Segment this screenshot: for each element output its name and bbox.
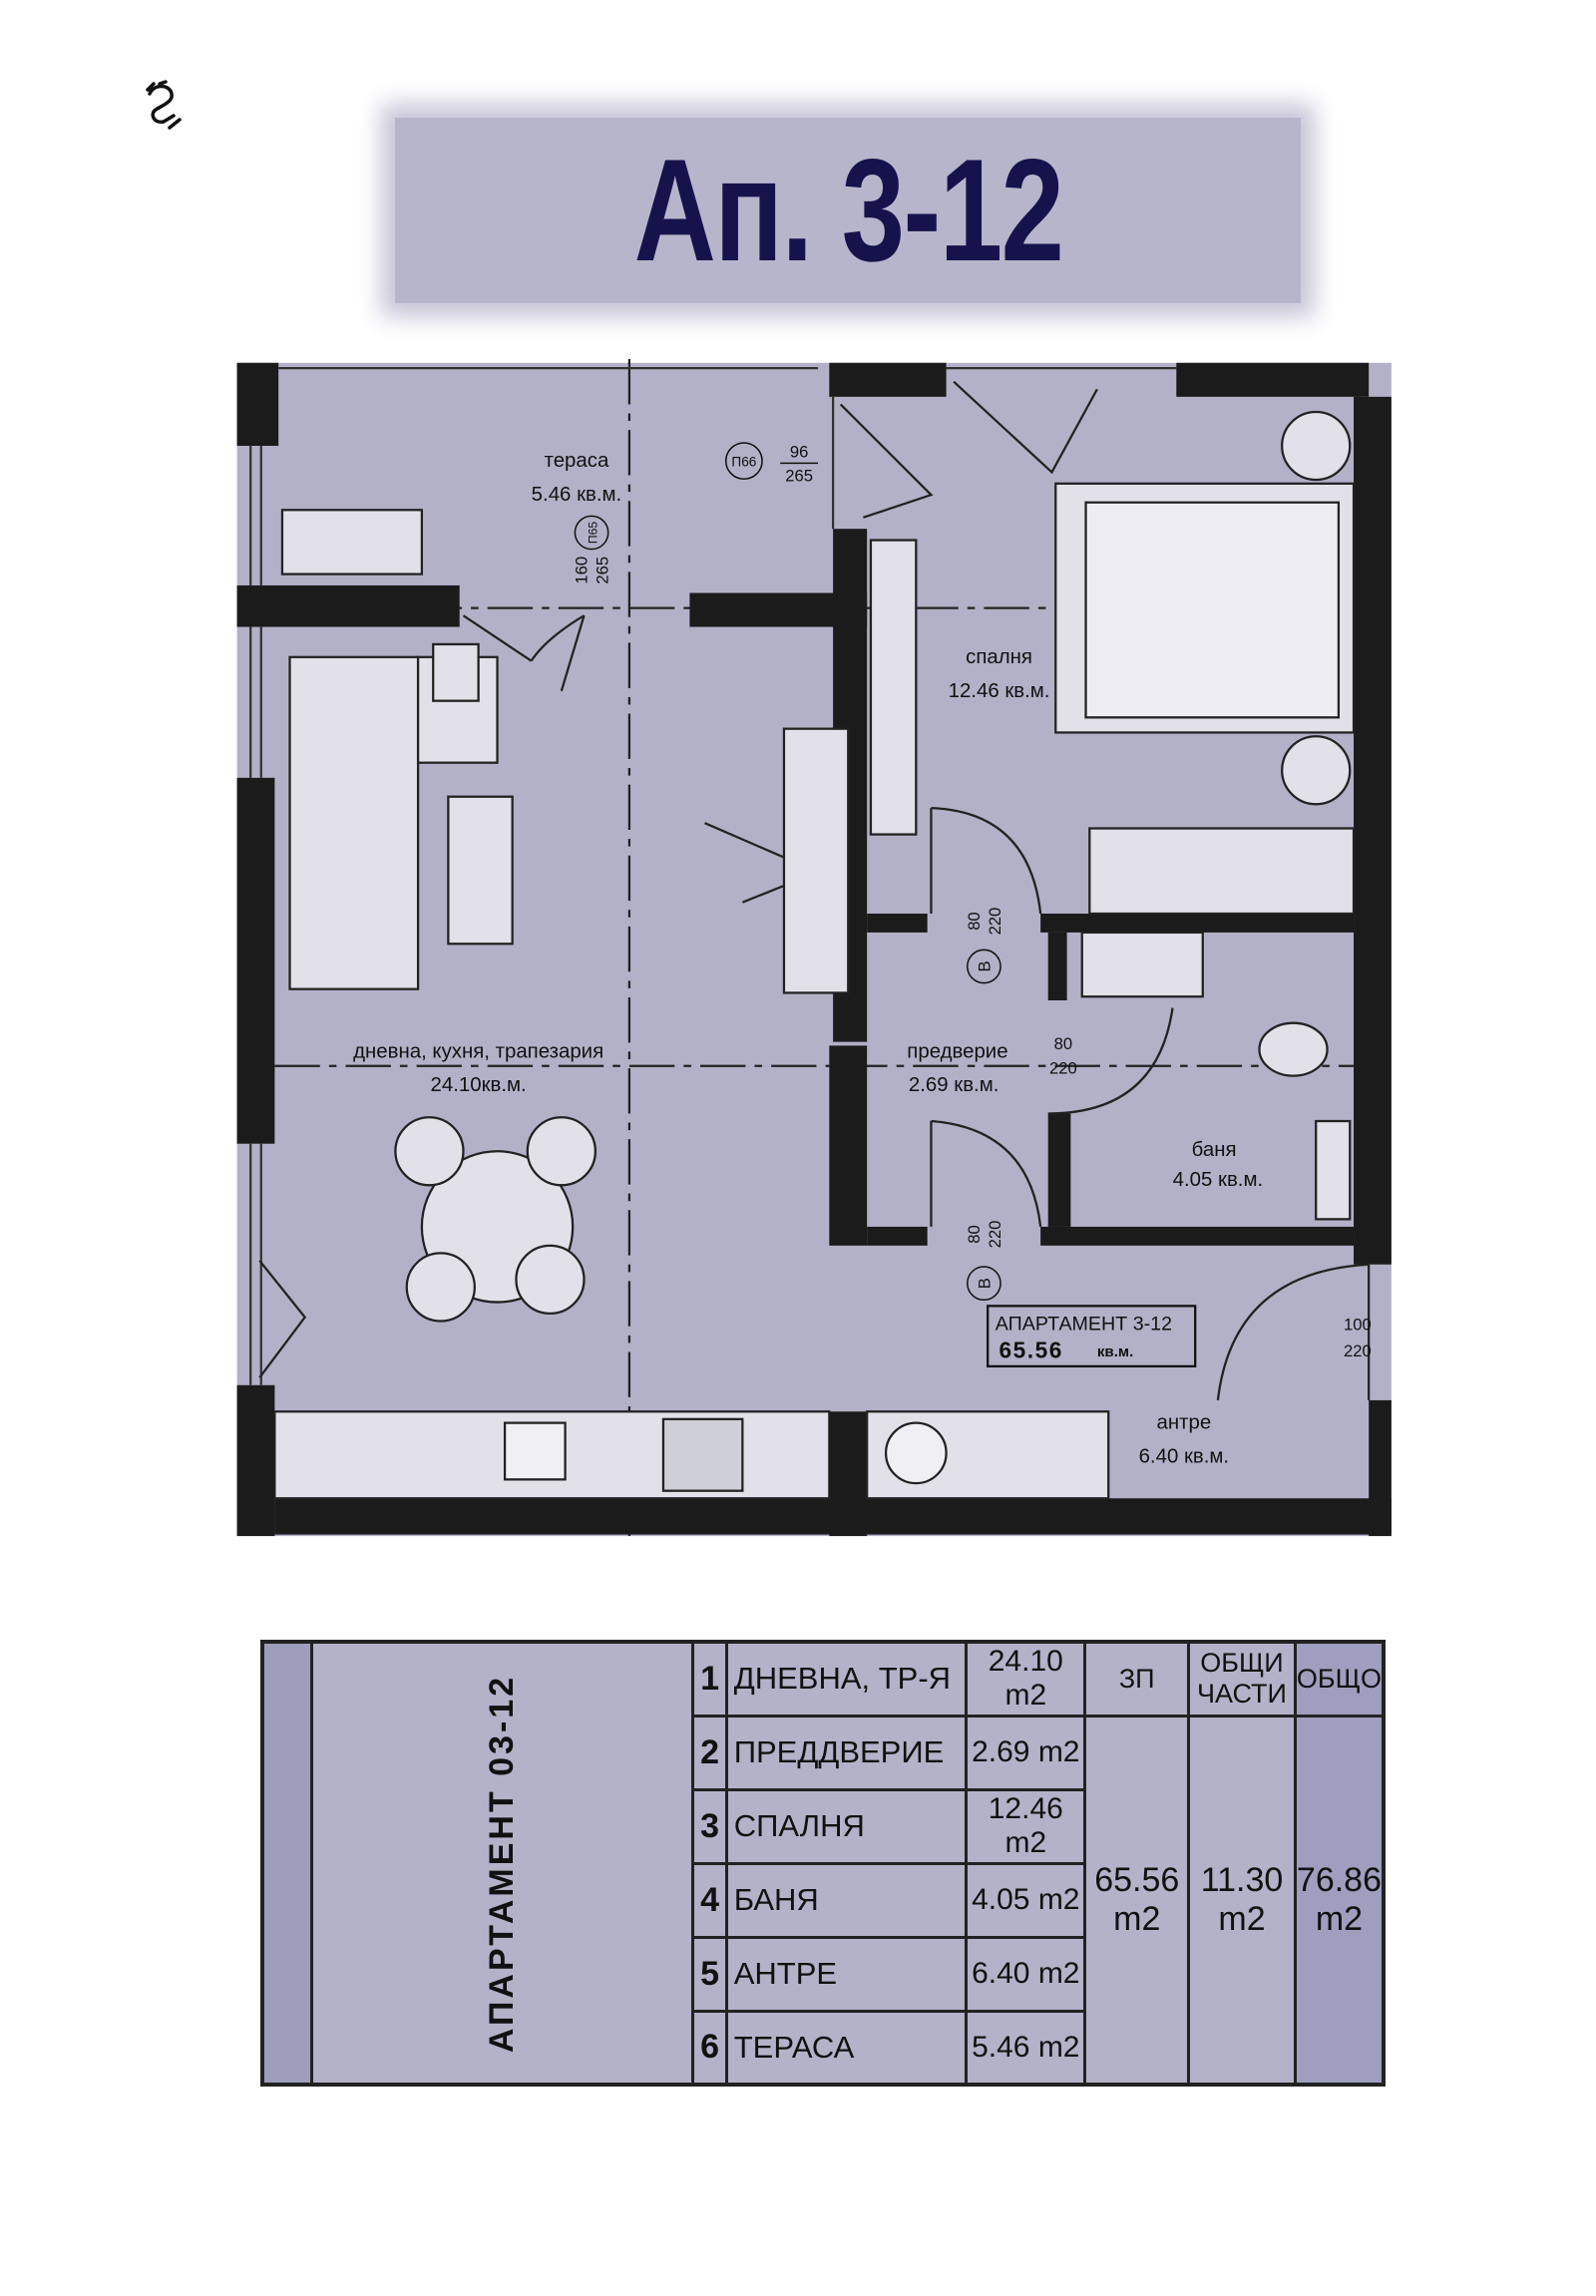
door-width-bedroom: 80 [965, 912, 984, 931]
table-row: 6 ТЕРАСА 5.46 m2 [262, 2009, 1384, 2087]
row-name: БАНЯ [724, 1861, 969, 1939]
row-area: 6.40 m2 [965, 1935, 1087, 2013]
sofa [288, 655, 420, 990]
walls [236, 362, 1392, 1537]
room-area-entrance: 6.40 кв.м. [1139, 1446, 1230, 1468]
door-swings [258, 380, 1371, 1401]
door-height-hall: 220 [986, 1221, 1004, 1249]
floor-plan: тераса 5.46 кв.м. спалня 12.46 кв.м. дне… [236, 359, 1392, 1537]
room-area-terrace: 5.46 кв.м. [532, 484, 622, 506]
desk [782, 727, 850, 994]
bedroom-cabinet [869, 539, 918, 836]
header-common-line2: ЧАСТИ [1197, 1679, 1287, 1710]
nightstand-lamp [1281, 410, 1352, 482]
common-unit: m2 [1218, 1899, 1266, 1938]
room-area-bedroom: 12.46 кв.м. [949, 680, 1050, 702]
door-width-p65: 160 [573, 557, 592, 584]
furniture [273, 410, 1356, 1500]
total-unit: m2 [1315, 1899, 1364, 1938]
apartment-name-vertical: АПАРТАМЕНТ 03-12 [483, 1674, 522, 2053]
row-num: 3 [691, 1787, 728, 1865]
table-row: АПАРТАМЕНТ 03-12 1 ДНЕВНА, ТР-Я 24.10 m2… [260, 1640, 1386, 2087]
toilet [1258, 1021, 1329, 1077]
zp-number: 65.56 [1094, 1860, 1180, 1899]
table-row: 5 АНТРЕ 6.40 m2 [262, 1935, 1384, 2013]
row-area: 12.46 m2 [965, 1787, 1087, 1865]
kitchen-sink [503, 1421, 567, 1481]
table-side-band [260, 1640, 314, 2087]
window-frames [249, 366, 1177, 1385]
door-width-p66: 96 [790, 442, 808, 461]
total-number: 76.86 [1296, 1860, 1382, 1899]
row-num: 4 [691, 1861, 728, 1939]
header-zp: ЗП [1083, 1640, 1191, 1718]
room-name-entrance: антре [1157, 1412, 1212, 1434]
common-number: 11.30 [1200, 1860, 1284, 1899]
row-name: ТЕРАСА [724, 2009, 969, 2087]
table-row: 4 БАНЯ 4.05 m2 [262, 1861, 1384, 1939]
door-width-entrance: 100 [1344, 1316, 1372, 1335]
header-total: ОБЩО [1293, 1640, 1386, 1718]
row-name: ДНЕВНА, ТР-Я [724, 1640, 969, 1718]
coffee-table [447, 795, 514, 946]
table-row: 3 СПАЛНЯ 12.46 m2 [262, 1787, 1384, 1865]
room-area-hall: 2.69 кв.м. [909, 1074, 999, 1096]
row-area: 4.05 m2 [965, 1861, 1087, 1939]
apartment-label: АПАРТАМЕНТ 3-12 65.56 кв.м. [987, 1305, 1197, 1368]
title-band: Ап. 3-12 [395, 118, 1301, 303]
row-num: 2 [691, 1714, 728, 1791]
door-height-bathroom: 220 [1049, 1058, 1077, 1077]
door-tag-p65: П65 [586, 522, 599, 544]
door-width-hall: 80 [965, 1225, 984, 1244]
page-title: Ап. 3-12 [633, 129, 1063, 291]
stove [661, 1417, 744, 1492]
row-name: СПАЛНЯ [724, 1787, 969, 1865]
door-height-p66: 265 [785, 467, 813, 486]
door-height-entrance: 220 [1344, 1341, 1372, 1360]
area-table: АПАРТАМЕНТ 03-12 1 ДНЕВНА, ТР-Я 24.10 m2… [260, 1640, 1386, 2087]
sink [1080, 931, 1204, 998]
row-name: ПРЕДДВЕРИЕ [724, 1714, 969, 1791]
apartment-label-unit: кв.м. [1097, 1343, 1133, 1360]
door-height-bedroom: 220 [986, 908, 1004, 936]
washer [884, 1421, 948, 1485]
door-width-bathroom: 80 [1054, 1034, 1072, 1053]
row-area: 2.69 m2 [965, 1714, 1087, 1791]
row-name: АНТРЕ [724, 1935, 969, 2013]
scorpion-logo-icon [146, 80, 182, 130]
room-area-bathroom: 4.05 кв.м. [1173, 1169, 1264, 1191]
door-height-p65: 265 [594, 557, 612, 584]
row-num: 1 [691, 1640, 728, 1718]
apartment-label-title: АПАРТАМЕНТ 3-12 [996, 1314, 1172, 1336]
zp-unit: m2 [1113, 1899, 1161, 1938]
row-area: 5.46 m2 [965, 2009, 1087, 2087]
row-num: 5 [691, 1935, 728, 2013]
room-name-bedroom: спалня [966, 646, 1032, 668]
terrace-chairs [280, 509, 424, 575]
room-name-bathroom: баня [1192, 1139, 1237, 1161]
row-area: 24.10 m2 [965, 1640, 1087, 1718]
room-name-terrace: тераса [545, 450, 609, 472]
room-name-living: дневна, кухня, трапезария [353, 1040, 603, 1062]
header-common-line1: ОБЩИ [1200, 1648, 1284, 1679]
apartment-label-area: 65.56 [999, 1338, 1063, 1363]
room-name-hall: предверие [907, 1040, 1007, 1062]
door-tag-p66: П66 [731, 454, 756, 469]
door-tag-bedroom: B [975, 960, 994, 971]
room-area-living: 24.10кв.м. [431, 1074, 527, 1096]
door-tag-hall: B [975, 1278, 994, 1289]
wardrobe [1088, 827, 1356, 916]
row-num: 6 [691, 2009, 728, 2087]
